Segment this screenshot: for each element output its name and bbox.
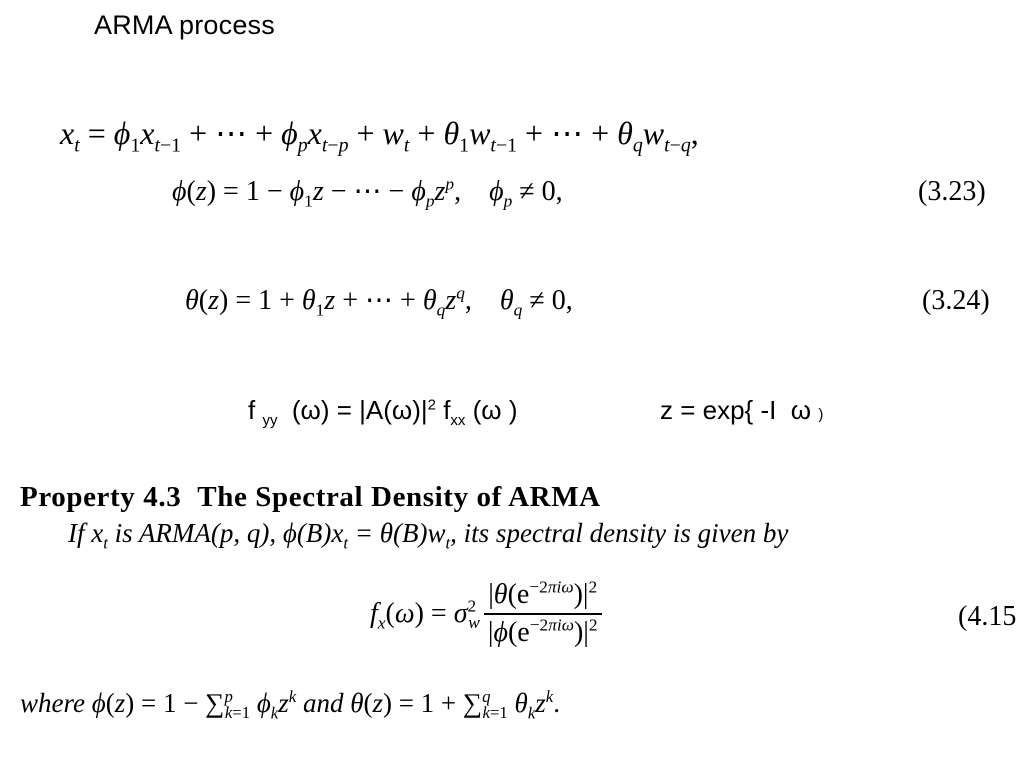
equation-number-324: (3.24) bbox=[922, 285, 990, 316]
property-statement: If xt is ARMA(p, q), ϕ(B)xt = θ(B)wt, it… bbox=[68, 518, 789, 553]
arma-main-equation: xt = ϕ1xt−1 + ⋯ + ϕpxt−p + wt + θ1wt−1 +… bbox=[60, 115, 699, 157]
formula-denominator: |ϕ(e−2πiω)|2 bbox=[487, 615, 598, 648]
phi-polynomial-equation: ϕ(z) = 1 − ϕ1z − ⋯ − ϕpzp, ϕp ≠ 0, bbox=[172, 174, 563, 211]
formula-fraction: |θ(e−2πiω)|2 |ϕ(e−2πiω)|2 bbox=[483, 577, 602, 651]
spectral-filter-equation: f yy (ω) = |A(ω)|2 fxx (ω ) bbox=[248, 395, 518, 430]
property-number: Property 4.3 bbox=[20, 481, 182, 513]
formula-lhs: fx(ω) = σ2w bbox=[370, 596, 480, 633]
equation-number-415: (4.15 bbox=[958, 601, 1017, 632]
property-title: The Spectral Density of ARMA bbox=[197, 481, 601, 513]
spectral-density-formula: fx(ω) = σ2w |θ(e−2πiω)|2 |ϕ(e−2πiω)|2 bbox=[370, 577, 602, 651]
formula-numerator: |θ(e−2πiω)|2 bbox=[488, 577, 598, 610]
equation-number-323: (3.23) bbox=[918, 176, 986, 207]
slide-title: ARMA process bbox=[94, 10, 275, 40]
z-definition: z = exp{ -I ω ) bbox=[660, 395, 824, 425]
fraction-bar bbox=[483, 613, 602, 615]
where-clause: where ϕ(z) = 1 − ∑pk=1 ϕkzk and θ(z) = 1… bbox=[20, 687, 560, 723]
property-heading: Property 4.3 The Spectral Density of ARMA bbox=[20, 481, 601, 514]
theta-polynomial-equation: θ(z) = 1 + θ1z + ⋯ + θqzq, θq ≠ 0, bbox=[185, 283, 573, 320]
